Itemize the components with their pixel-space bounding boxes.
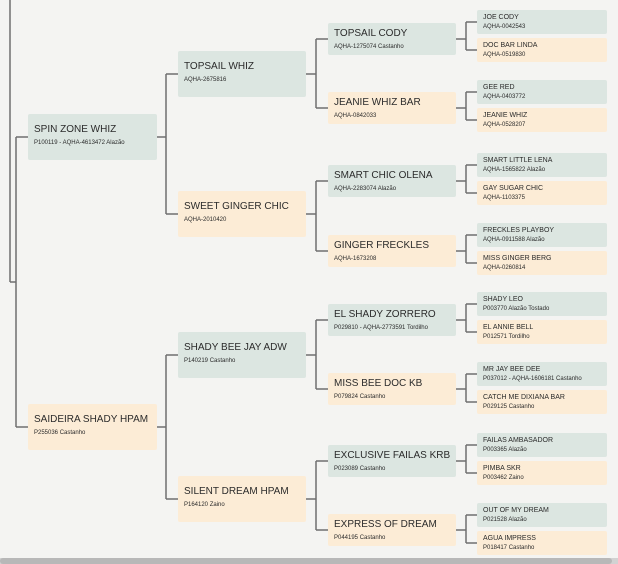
horse-name: MISS GINGER BERG xyxy=(483,255,552,262)
horse-registration: AQHA-2675816 xyxy=(184,77,227,83)
horse-registration: P029125 Castanho xyxy=(483,404,535,410)
horse-registration: P023089 Castanho xyxy=(334,466,386,472)
gen4-horse[interactable]: FAILAS AMBASADOR P003365 Alazão xyxy=(477,433,607,457)
horse-name: GEE RED xyxy=(483,84,515,91)
horse-name: OUT OF MY DREAM xyxy=(483,507,549,514)
horse-name: GAY SUGAR CHIC xyxy=(483,185,544,192)
horse-registration: P003770 Alazão Tostado xyxy=(483,306,550,312)
horse-registration: P079824 Castanho xyxy=(334,394,386,400)
gen3-horse[interactable]: JEANIE WHIZ BAR AQHA-0842033 xyxy=(328,92,456,124)
gen4-horse[interactable]: AGUA IMPRESS P018417 Castanho xyxy=(477,531,607,555)
horse-registration: P164120 Zaino xyxy=(184,502,225,508)
horse-registration: AQHA-0403772 xyxy=(483,94,526,100)
horse-registration: AQHA-1565822 Alazão xyxy=(483,167,546,173)
horse-registration: AQHA-2010420 xyxy=(184,217,227,223)
horse-name: PIMBA SKR xyxy=(483,465,521,472)
gen3-horse[interactable]: EXPRESS OF DREAM P044195 Castanho xyxy=(328,514,456,546)
horse-name: EXPRESS OF DREAM xyxy=(334,519,437,530)
horse-registration: P255036 Castanho xyxy=(34,430,86,436)
horse-name: MR JAY BEE DEE xyxy=(483,366,541,373)
gen2-dam-of-dam[interactable]: SILENT DREAM HPAM P164120 Zaino xyxy=(178,476,306,522)
horse-registration: AQHA-0842033 xyxy=(334,113,377,119)
gen4-horse[interactable]: PIMBA SKR P003462 Zaino xyxy=(477,461,607,485)
horse-registration: AQHA-1275074 Castanho xyxy=(334,44,404,50)
horse-registration: P100119 - AQHA-4613472 Alazão xyxy=(34,140,125,146)
horse-name: GINGER FRECKLES xyxy=(334,240,430,251)
horse-registration: AQHA-0911588 Alazão xyxy=(483,237,545,243)
gen3-horse[interactable]: SMART CHIC OLENA AQHA-2283074 Alazão xyxy=(328,165,456,197)
horse-registration: P021528 Alazão xyxy=(483,517,527,523)
horse-registration: AQHA-2283074 Alazão xyxy=(334,186,397,192)
gen4-horse[interactable]: EL ANNIE BELL P012571 Tordilho xyxy=(477,320,607,344)
horse-registration: AQHA-1673208 xyxy=(334,256,377,262)
horse-registration: AQHA-1103375 xyxy=(483,195,525,201)
gen4-horse[interactable]: OUT OF MY DREAM P021528 Alazão xyxy=(477,503,607,527)
horse-name: EL ANNIE BELL xyxy=(483,324,534,331)
gen4-horse[interactable]: DOC BAR LINDA AQHA-0519830 xyxy=(477,38,607,62)
horse-registration: P003365 Alazão xyxy=(483,447,527,453)
horse-name: JEANIE WHIZ BAR xyxy=(334,97,421,108)
gen1-sire[interactable]: SPIN ZONE WHIZ P100119 - AQHA-4613472 Al… xyxy=(28,114,157,160)
gen4-horse[interactable]: CATCH ME DIXIANA BAR P029125 Castanho xyxy=(477,390,607,414)
gen2-dam-of-sire[interactable]: SWEET GINGER CHIC AQHA-2010420 xyxy=(178,191,306,237)
gen3-horse[interactable]: EL SHADY ZORRERO P029810 - AQHA-2773591 … xyxy=(328,304,456,336)
horse-name: DOC BAR LINDA xyxy=(483,42,538,49)
horse-name: SHADY BEE JAY ADW xyxy=(184,342,287,353)
horse-registration: P037012 - AQHA-1606181 Castanho xyxy=(483,376,582,382)
gen4-horse[interactable]: SMART LITTLE LENA AQHA-1565822 Alazão xyxy=(477,153,607,177)
horse-registration: P018417 Castanho xyxy=(483,545,535,551)
gen4-horse[interactable]: GAY SUGAR CHIC AQHA-1103375 xyxy=(477,181,607,205)
horse-registration: AQHA-0519830 xyxy=(483,52,526,58)
horse-registration: P140219 Castanho xyxy=(184,358,236,364)
horse-name: TOPSAIL CODY xyxy=(334,28,408,39)
gen4-horse[interactable]: JEANIE WHIZ AQHA-0528207 xyxy=(477,108,607,132)
gen4-horse[interactable]: MR JAY BEE DEE P037012 - AQHA-1606181 Ca… xyxy=(477,362,607,386)
gen4-horse[interactable]: JOE CODY AQHA-0042543 xyxy=(477,10,607,34)
gen4-horse[interactable]: SHADY LEO P003770 Alazão Tostado xyxy=(477,292,607,316)
horse-name: FRECKLES PLAYBOY xyxy=(483,227,555,234)
horse-registration: P029810 - AQHA-2773591 Tordilho xyxy=(334,325,428,331)
horse-name: JOE CODY xyxy=(483,14,519,21)
gen4-horse[interactable]: GEE RED AQHA-0403772 xyxy=(477,80,607,104)
horse-name: CATCH ME DIXIANA BAR xyxy=(483,394,565,401)
gen3-horse[interactable]: EXCLUSIVE FAILAS KRB P023089 Castanho xyxy=(328,445,456,477)
horse-name: SWEET GINGER CHIC xyxy=(184,201,289,212)
horse-name: EL SHADY ZORRERO xyxy=(334,309,436,320)
horse-name: SHADY LEO xyxy=(483,296,523,303)
horse-registration: P012571 Tordilho xyxy=(483,334,530,340)
gen3-horse[interactable]: MISS BEE DOC KB P079824 Castanho xyxy=(328,373,456,405)
horse-name: SAIDEIRA SHADY HPAM xyxy=(34,414,149,425)
horse-registration: P044195 Castanho xyxy=(334,535,386,541)
horse-name: EXCLUSIVE FAILAS KRB xyxy=(334,450,451,461)
gen4-horse[interactable]: MISS GINGER BERG AQHA-0260814 xyxy=(477,251,607,275)
horizontal-scrollbar-thumb[interactable] xyxy=(0,558,612,564)
horse-name: JEANIE WHIZ xyxy=(483,112,528,119)
gen3-horse[interactable]: TOPSAIL CODY AQHA-1275074 Castanho xyxy=(328,23,456,55)
gen2-sire-of-dam[interactable]: SHADY BEE JAY ADW P140219 Castanho xyxy=(178,332,306,378)
horse-name: FAILAS AMBASADOR xyxy=(483,437,554,444)
horse-name: TOPSAIL WHIZ xyxy=(184,61,255,72)
gen1-dam[interactable]: SAIDEIRA SHADY HPAM P255036 Castanho xyxy=(28,404,157,450)
horse-name: SILENT DREAM HPAM xyxy=(184,486,289,497)
horse-name: SPIN ZONE WHIZ xyxy=(34,124,117,135)
horse-name: SMART CHIC OLENA xyxy=(334,170,433,181)
horse-name: AGUA IMPRESS xyxy=(483,535,536,542)
gen2-sire-of-sire[interactable]: TOPSAIL WHIZ AQHA-2675816 xyxy=(178,51,306,97)
gen3-horse[interactable]: GINGER FRECKLES AQHA-1673208 xyxy=(328,235,456,267)
horse-name: SMART LITTLE LENA xyxy=(483,157,553,164)
horse-registration: AQHA-0260814 xyxy=(483,265,526,271)
horse-registration: AQHA-0528207 xyxy=(483,122,526,128)
gen4-horse[interactable]: FRECKLES PLAYBOY AQHA-0911588 Alazão xyxy=(477,223,607,247)
horse-registration: P003462 Zaino xyxy=(483,475,524,481)
horse-registration: AQHA-0042543 xyxy=(483,24,526,30)
horse-name: MISS BEE DOC KB xyxy=(334,378,423,389)
